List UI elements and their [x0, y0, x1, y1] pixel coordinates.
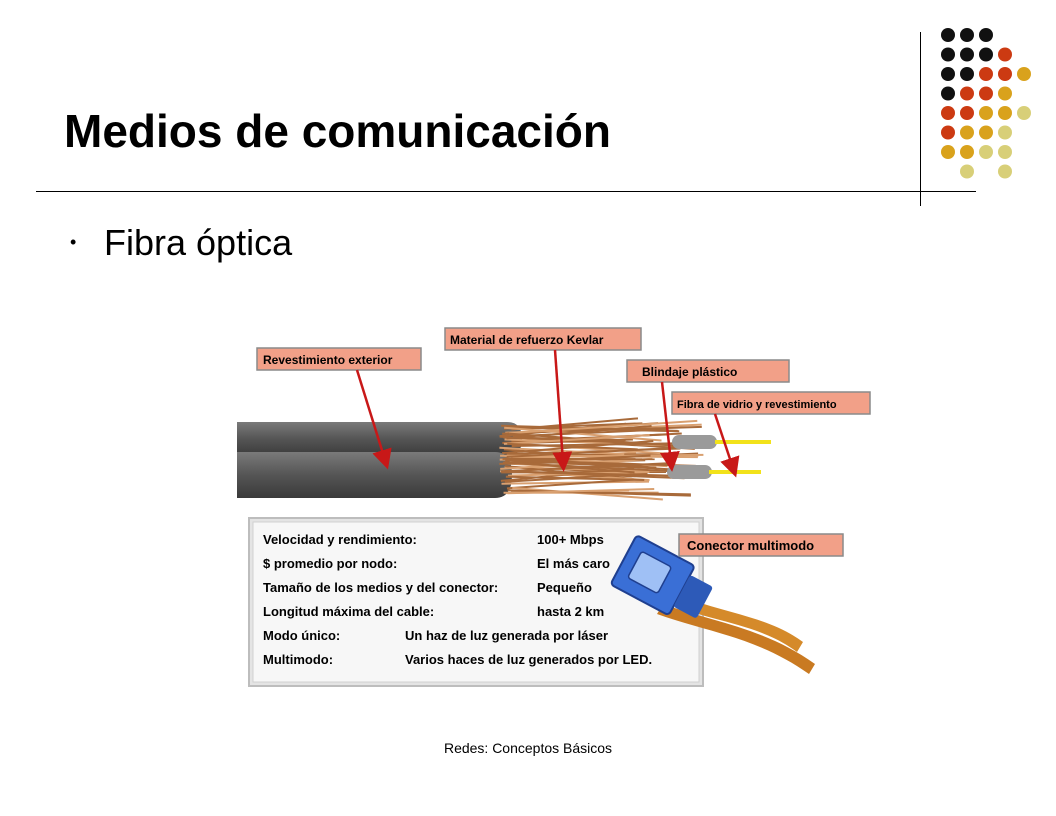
spec-value: El más caro [537, 556, 610, 571]
decorative-dot [979, 106, 993, 120]
kevlar-strand [501, 461, 676, 473]
decorative-dot-grid [941, 28, 1031, 179]
decorative-dot [941, 28, 955, 42]
decorative-dot [998, 125, 1012, 140]
decorative-dot [979, 28, 993, 42]
glass-fiber-upper [715, 440, 771, 444]
spec-rows: Velocidad y rendimiento: 100+ Mbps $ prome… [263, 532, 652, 667]
slide-footer: Redes: Conceptos Básicos [443, 740, 613, 756]
callout-glass: Fibra de vidrio y revestimiento [671, 391, 871, 478]
decorative-dot [941, 145, 955, 159]
decorative-dot [998, 86, 1012, 101]
decorative-dot [960, 106, 974, 120]
decorative-dot [998, 164, 1012, 179]
spec-label: $ promedio por nodo: [263, 556, 397, 571]
kevlar-strand [506, 424, 652, 440]
decorative-dot [960, 28, 974, 42]
callout-shield-label: Blindaje plástico [642, 365, 737, 379]
callout-kevlar: Material de refuerzo Kevlar [444, 327, 642, 472]
spec-label: Multimodo: [263, 652, 333, 667]
callout-connector-label: Conector multimodo [687, 538, 814, 553]
spec-value: hasta 2 km [537, 604, 604, 619]
decorative-dot [941, 86, 955, 101]
decorative-dot [941, 106, 955, 120]
spec-table: Velocidad y rendimiento: 100+ Mbps $ prome… [248, 517, 704, 687]
spec-label: Longitud máxima del cable: [263, 604, 434, 619]
kevlar-fibers [499, 417, 704, 501]
decorative-dot [960, 145, 974, 159]
decorative-dot [960, 164, 974, 179]
kevlar-strand [504, 469, 685, 480]
kevlar-strand [509, 432, 677, 447]
decorative-dot [998, 145, 1012, 159]
plastic-shield-upper [672, 435, 717, 449]
multimode-connector [610, 535, 815, 674]
callout-jacket-label: Revestimiento exterior [263, 353, 393, 367]
kevlar-strand [507, 487, 655, 495]
decorative-dot [998, 67, 1012, 81]
fiber-optic-diagram: Revestimiento exterior Material de refue… [237, 327, 871, 687]
decorative-dot [998, 106, 1012, 120]
decorative-dot [979, 67, 993, 81]
glass-fiber-lower [709, 470, 761, 474]
decorative-dot [960, 125, 974, 140]
callout-jacket: Revestimiento exterior [256, 347, 422, 470]
spec-value: 100+ Mbps [537, 532, 604, 547]
kevlar-strand [506, 478, 634, 490]
cable-group [237, 417, 771, 501]
decorative-dot [941, 125, 955, 140]
decorative-dot [941, 47, 955, 62]
kevlar-strand [502, 454, 651, 464]
spec-label: Modo único: [263, 628, 340, 643]
decorative-dot [1017, 106, 1031, 120]
title-divider [36, 191, 976, 192]
spec-label: Velocidad y rendimiento: [263, 532, 417, 547]
decorative-dot [998, 47, 1012, 62]
spec-value: Un haz de luz generada por láser [405, 628, 608, 643]
spec-value: Varios haces de luz generados por LED. [405, 652, 652, 667]
callout-kevlar-label: Material de refuerzo Kevlar [450, 333, 604, 347]
kevlar-strand [506, 445, 699, 458]
kevlar-strand [504, 473, 632, 483]
callout-shield: Blindaje plástico [626, 359, 790, 472]
decorative-dot [941, 67, 955, 81]
decorative-dot [960, 67, 974, 81]
slide-title: Medios de comunicación [64, 105, 611, 157]
decorative-dot [1017, 67, 1031, 81]
callout-connector: Conector multimodo [678, 533, 844, 557]
kevlar-strand [512, 486, 663, 501]
kevlar-strand [507, 489, 691, 497]
decorative-dot [979, 86, 993, 101]
kevlar-strand [511, 417, 639, 431]
decorative-dot [979, 125, 993, 140]
decorative-dot [960, 86, 974, 101]
bullet-dot-icon: • [70, 232, 77, 252]
spec-label: Tamaño de los medios y del conector: [263, 580, 498, 595]
decorative-dot [979, 145, 993, 159]
callout-glass-label: Fibra de vidrio y revestimiento [677, 399, 837, 411]
bullet-text: Fibra óptica [104, 222, 293, 263]
kevlar-strand [504, 426, 662, 442]
kevlar-strand [507, 442, 638, 451]
corner-divider [920, 32, 921, 206]
decorative-dot [979, 47, 993, 62]
spec-value: Pequeño [537, 580, 592, 595]
outer-jacket-lower [237, 452, 512, 498]
plastic-shield-lower [667, 465, 712, 479]
decorative-dot [960, 47, 974, 62]
kevlar-strand [503, 434, 650, 445]
